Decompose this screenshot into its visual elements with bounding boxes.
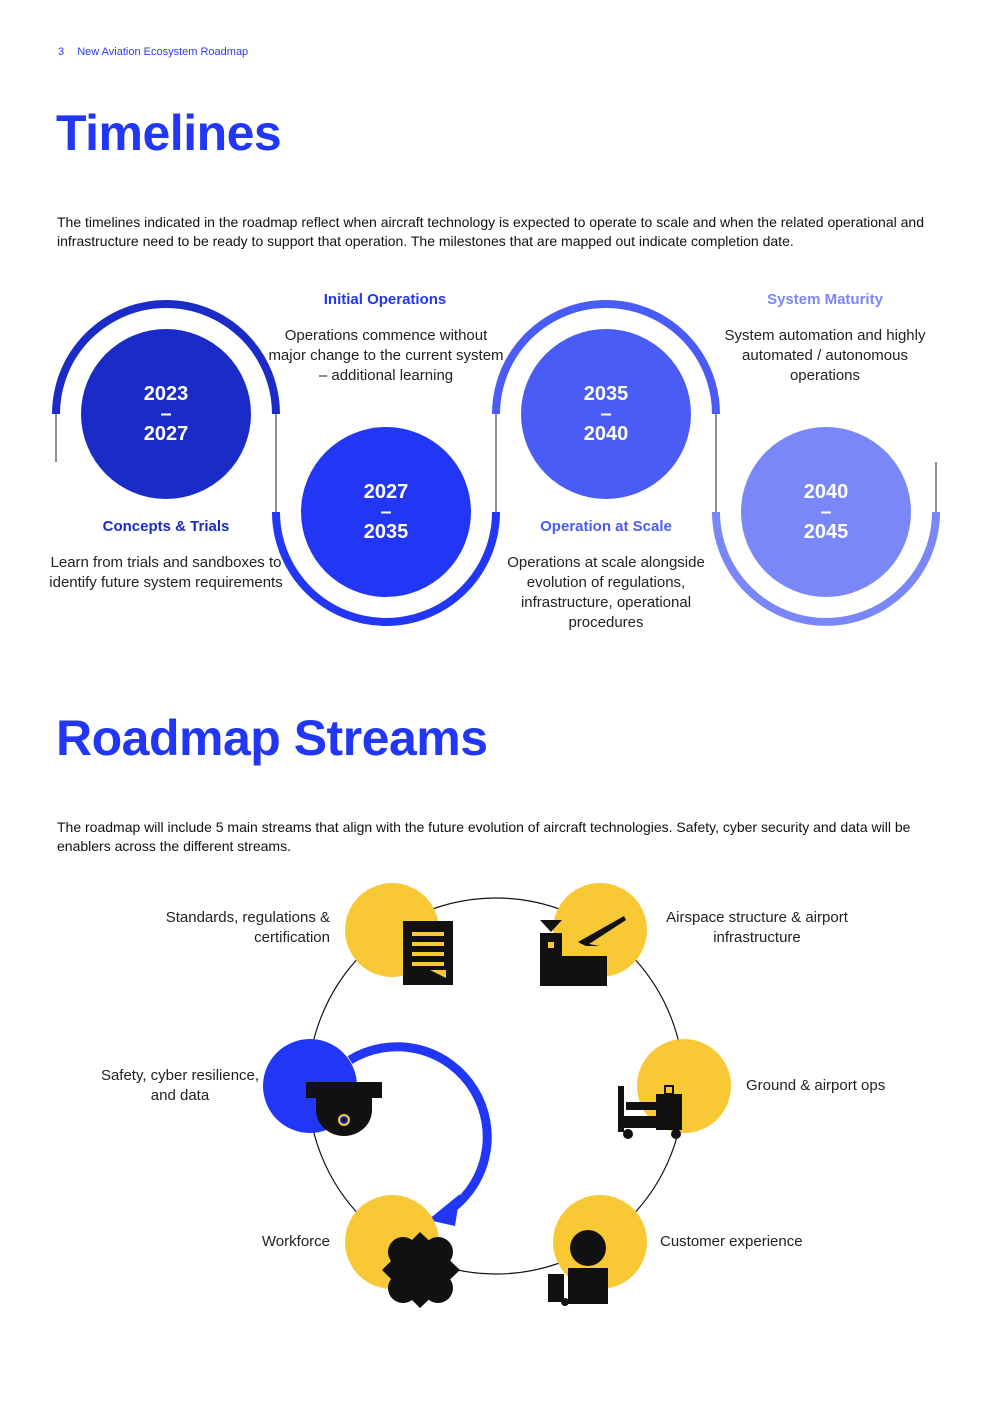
streams-title: Roadmap Streams <box>56 710 488 766</box>
cycle-arrowhead <box>428 1194 460 1226</box>
safety-node <box>263 1039 382 1136</box>
page-number: 3 <box>58 46 65 58</box>
timeline-connectors <box>55 414 937 512</box>
camera-icon <box>306 1082 382 1136</box>
timelines-title: Timelines <box>56 105 282 161</box>
streams-intro: The roadmap will include 5 main streams … <box>57 819 911 854</box>
phase-2-end: 2035 <box>364 521 409 543</box>
stream-label-standards: Standards, regulations & certification <box>165 909 330 946</box>
phase-4-title: System Maturity <box>767 291 883 308</box>
stream-label-ground-ops: Ground & airport ops <box>746 1077 886 1094</box>
phase-3-title: Operation at Scale <box>540 518 672 535</box>
ground-ops-node <box>618 1039 731 1139</box>
phase-1-end: 2027 <box>144 423 189 445</box>
streams-diagram <box>263 883 731 1308</box>
document-icon <box>403 921 453 985</box>
cycle-arrow <box>347 1042 492 1218</box>
phase-2-start: 2027 <box>364 481 409 503</box>
timeline-arc-4 <box>712 511 940 626</box>
phase-4-dash: – <box>820 501 831 523</box>
phase-1-description: Learn from trials and sandboxes to ident… <box>49 554 283 591</box>
phase-1-title: Concepts & Trials <box>102 518 230 535</box>
phase-2-dash: – <box>380 501 391 523</box>
phase-4-description: System automation and highly automated /… <box>724 327 926 384</box>
airport-icon <box>540 916 626 986</box>
timeline-arc-2 <box>272 511 500 626</box>
timeline-circle-1 <box>81 329 251 499</box>
baggage-cart-icon <box>618 1085 682 1139</box>
timeline-circle-2 <box>301 427 471 597</box>
customer-node <box>548 1195 647 1306</box>
phase-2-title: Initial Operations <box>323 291 447 308</box>
phase-2-description: Operations commence without major change… <box>268 327 504 384</box>
phase-3-end: 2040 <box>584 423 629 445</box>
timeline-arc-1 <box>52 300 280 415</box>
passenger-icon <box>548 1230 608 1306</box>
team-icon <box>382 1232 460 1308</box>
page-header: 3 New Aviation Ecosystem Roadmap <box>58 46 248 58</box>
timeline-circle-4 <box>741 427 911 597</box>
timeline-graphic: 2023 – 2027 2027 – 2035 2035 – 2040 2040… <box>52 300 940 626</box>
phase-4-end: 2045 <box>804 521 849 543</box>
phase-1-start: 2023 <box>144 383 189 405</box>
standards-node <box>345 883 453 985</box>
stream-label-airspace: Airspace structure & airport infrastruct… <box>666 909 848 946</box>
stream-label-customer: Customer experience <box>660 1233 803 1250</box>
stream-label-safety: Safety, cyber resilience, and data <box>100 1067 260 1104</box>
timeline-arc-3 <box>492 300 720 415</box>
stream-label-workforce: Workforce <box>261 1233 330 1250</box>
timeline-circle-3 <box>521 329 691 499</box>
phase-1-dash: – <box>160 403 171 425</box>
phase-3-start: 2035 <box>584 383 629 405</box>
timelines-intro: The timelines indicated in the roadmap r… <box>57 214 924 249</box>
phase-4-start: 2040 <box>804 481 849 503</box>
airspace-node <box>540 883 647 986</box>
document-title: New Aviation Ecosystem Roadmap <box>77 46 249 58</box>
phase-3-description: Operations at scale alongside evolution … <box>507 554 705 631</box>
workforce-node <box>345 1195 460 1308</box>
phase-3-dash: – <box>600 403 611 425</box>
